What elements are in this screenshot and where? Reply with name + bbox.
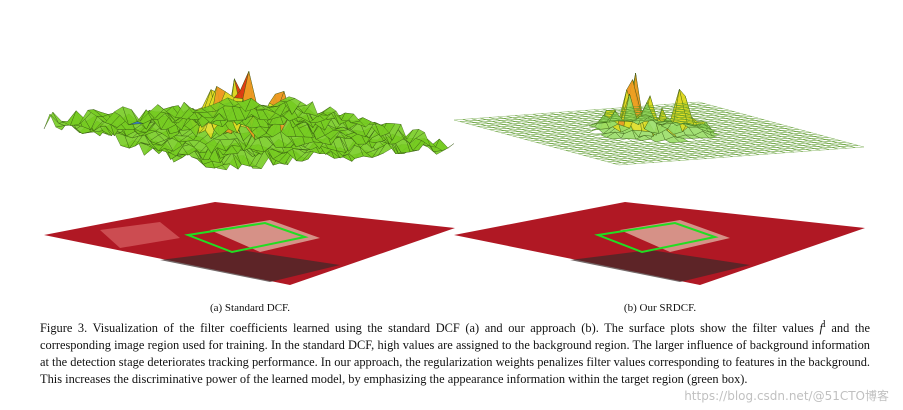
filter-surface-mesh [453,72,865,166]
filter-surface-mesh [43,70,455,171]
figure-panel-standard-dcf [40,60,460,300]
target-box [184,221,309,254]
mesh-cell [690,101,705,105]
caption-rest: and the corresponding image region used … [40,321,870,387]
standard-dcf-surface-plot [43,70,455,285]
figure-caption: Figure 3. Visualization of the filter co… [40,316,870,388]
figure-panel-srdcf [450,60,870,300]
srdcf-surface-plot [453,72,865,285]
subcaption-srdcf: (b) Our SRDCF. [623,302,697,314]
image-dark-region [160,250,340,282]
subcaption-standard-dcf: (a) Standard DCF. [209,302,291,314]
caption-lead: Figure 3. Visualization of the filter co… [40,321,820,336]
caption-symbol: f [819,321,823,336]
mesh-cell [279,96,296,102]
target-box [594,221,719,254]
watermark-text: https://blog.csdn.net/@51CTO博客 [684,389,889,403]
image-dark-region [570,250,750,282]
caption-superscript: l [822,319,826,330]
image-highlight-region [100,222,180,248]
